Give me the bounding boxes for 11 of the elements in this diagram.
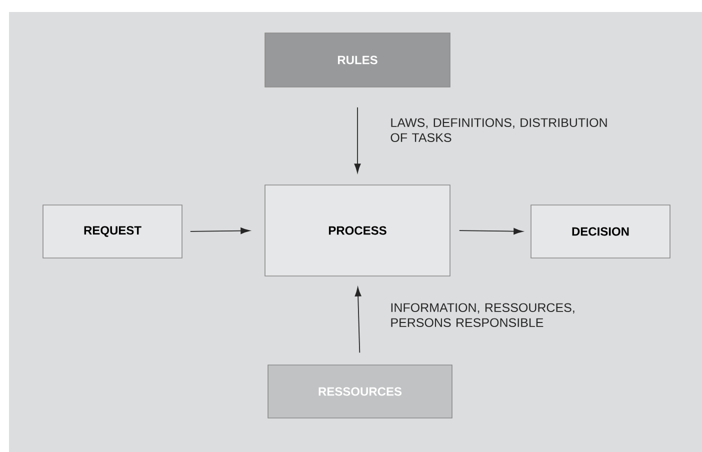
request-box: REQUEST xyxy=(42,204,182,258)
arrow xyxy=(354,287,362,354)
rules-box: RULES xyxy=(264,32,450,88)
decision-box: DECISION xyxy=(530,204,670,258)
arrow xyxy=(458,228,523,234)
process-box: PROCESS xyxy=(264,184,450,276)
arrow xyxy=(354,106,361,173)
edge-label: INFORMATION, RESSOURCES, PERSONS RESPONSIBLE xyxy=(391,303,574,328)
resources-box: RESSOURCES xyxy=(268,364,452,418)
arrow xyxy=(190,228,250,234)
edge-label: LAWS, DEFINITIONS, DISTRIBUTION OF TASKS xyxy=(390,118,607,142)
